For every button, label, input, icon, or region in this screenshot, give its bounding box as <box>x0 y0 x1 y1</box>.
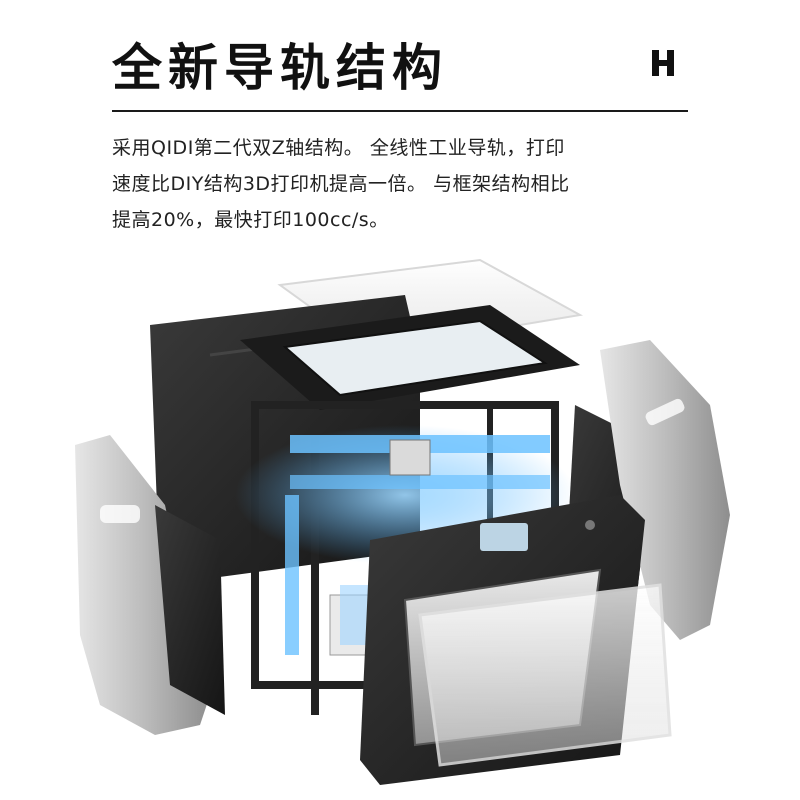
exploded-printer-illustration <box>75 258 730 785</box>
description: 采用QIDI第二代双Z轴结构。 全线性工业导轨，打印 速度比DIY结构3D打印机… <box>112 130 692 238</box>
qidi-h-logo-icon <box>652 50 674 76</box>
header-divider <box>112 110 688 112</box>
right-shell-panel <box>600 340 730 640</box>
front-glass-door <box>418 583 672 767</box>
description-line: 速度比DIY结构3D打印机提高一倍。 与框架结构相比 <box>112 173 570 195</box>
description-line: 采用QIDI第二代双Z轴结构。 全线性工业导轨，打印 <box>112 137 565 159</box>
top-frame <box>240 305 580 410</box>
page-title: 全新导轨结构 <box>112 39 448 97</box>
touchscreen-display <box>480 523 528 551</box>
description-line: 提高20%，最快打印100cc/s。 <box>112 209 389 231</box>
left-inner-panel <box>155 505 225 715</box>
power-button-icon <box>585 520 595 530</box>
